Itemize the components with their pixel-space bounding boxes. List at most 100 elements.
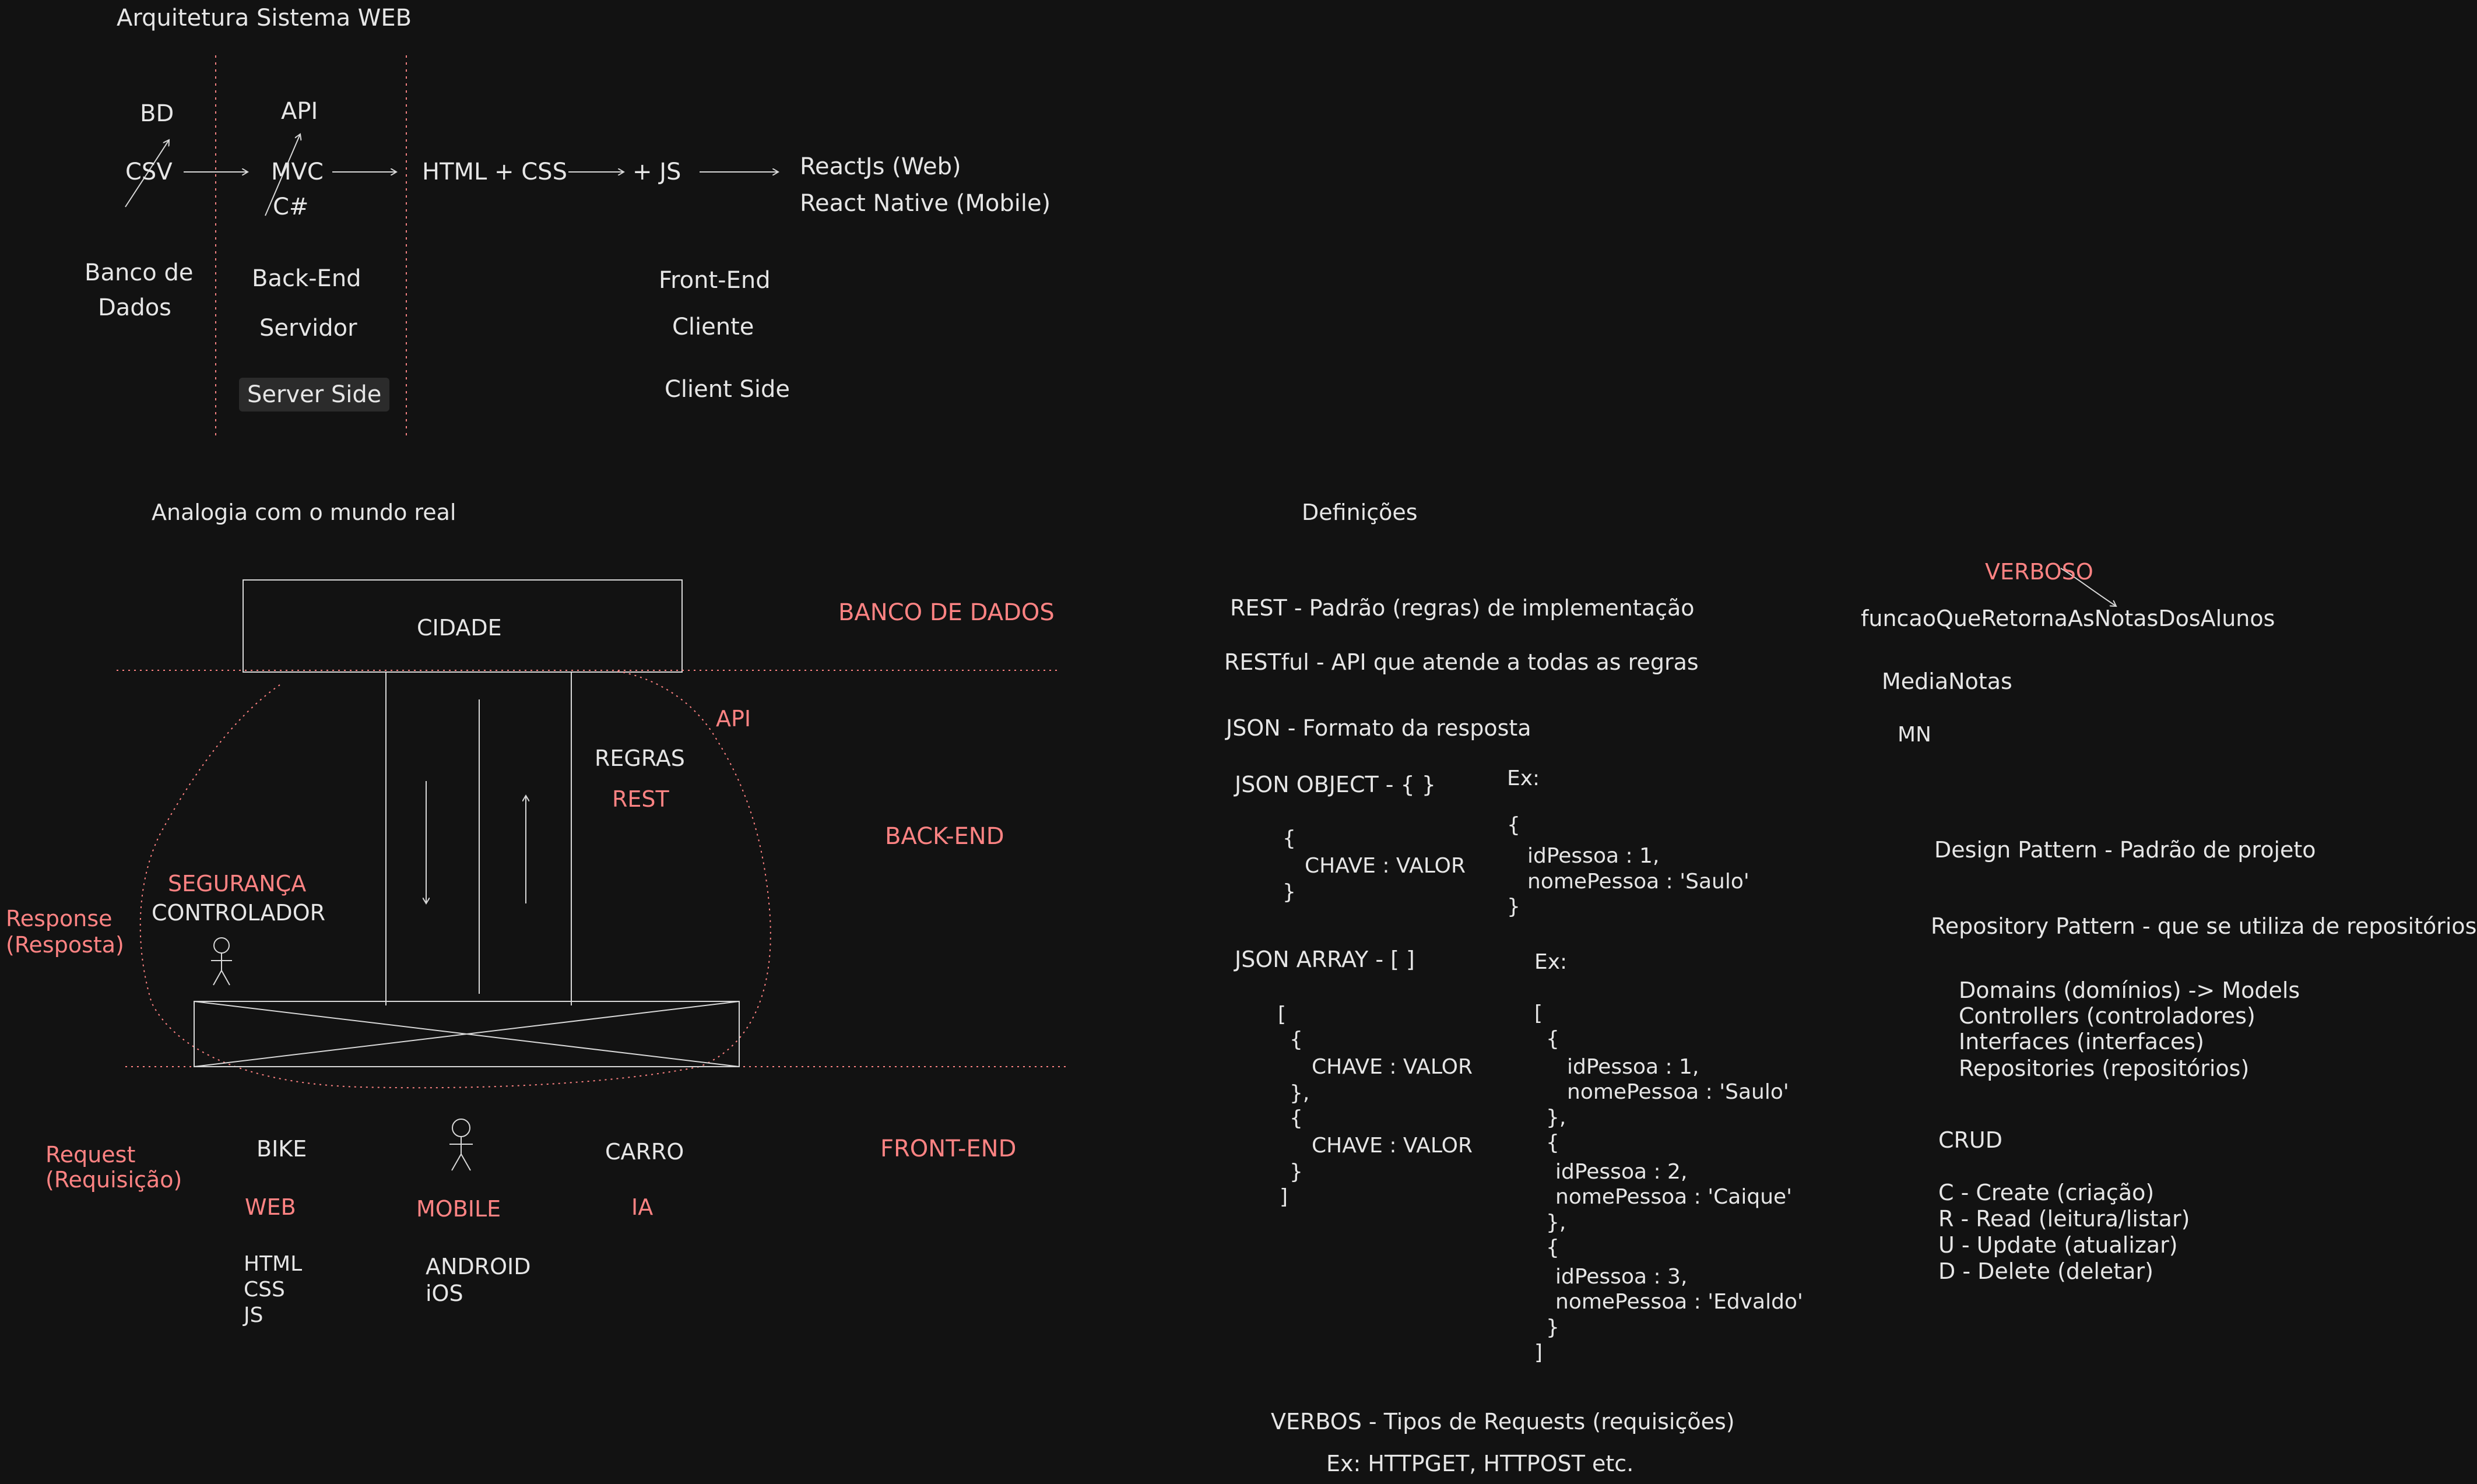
ex1-label: Ex:: [1507, 766, 1540, 790]
web-label: WEB: [245, 1194, 296, 1220]
front-end-label: FRONT-END: [880, 1135, 1017, 1162]
dados-label: Dados: [98, 294, 172, 321]
analogy-title: Analogia com o mundo real: [152, 500, 456, 525]
android-label: ANDROID: [426, 1254, 531, 1279]
css-label: CSS: [244, 1278, 285, 1302]
response-label: Response: [6, 906, 113, 931]
frontend-label: Front-End: [659, 267, 771, 294]
def-restful: RESTful - API que atende a todas as regr…: [1224, 649, 1699, 675]
arr-chave-valor-1: CHAVE : VALOR: [1312, 1055, 1473, 1079]
repository-pattern-label: Repository Pattern - que se utiliza de r…: [1931, 913, 2477, 939]
funcao-label: funcaoQueRetornaAsNotasDosAlunos: [1861, 606, 2275, 631]
interfaces-label: Interfaces (interfaces): [1959, 1029, 2204, 1054]
client-side-label: Client Side: [665, 376, 790, 403]
crud-u: U - Update (atualizar): [1938, 1232, 2178, 1258]
arch-title: Arquitetura Sistema WEB: [117, 5, 412, 31]
media-notas-label: MediaNotas: [1882, 669, 2012, 694]
mn-label: MN: [1898, 723, 1931, 747]
banco-de-label: Banco de: [85, 259, 194, 286]
ia-label: IA: [631, 1194, 653, 1220]
ex-e2-id: idPessoa : 2,: [1555, 1160, 1688, 1184]
ex-arr-open: [: [1534, 1001, 1543, 1025]
ex-obj-close: }: [1507, 895, 1520, 919]
js-list-label: JS: [244, 1303, 263, 1327]
cliente-label: Cliente: [672, 314, 754, 340]
mvc-label: MVC: [271, 159, 324, 185]
obj-open: {: [1283, 827, 1296, 850]
crud-c: C - Create (criação): [1938, 1180, 2155, 1205]
ex-e2-open: {: [1546, 1131, 1559, 1155]
stick-figure-mobile: [449, 1119, 473, 1171]
ex-e2-close: },: [1546, 1211, 1566, 1235]
html-label: HTML: [244, 1252, 303, 1276]
arr-close: ]: [1280, 1185, 1288, 1209]
domains-label: Domains (domínios) -> Models: [1959, 977, 2300, 1003]
ex-e3-open: {: [1546, 1236, 1559, 1260]
ex-e1-id: idPessoa : 1,: [1567, 1055, 1699, 1079]
ex-e3-close: }: [1546, 1316, 1559, 1339]
defs-title: Definições: [1302, 500, 1418, 525]
def-json: JSON - Formato da resposta: [1226, 715, 1531, 741]
def-verbos: VERBOS - Tipos de Requests (requisições): [1271, 1409, 1735, 1434]
mobile-label: MOBILE: [416, 1196, 501, 1222]
banco-de-dados-label: BANCO DE DADOS: [838, 599, 1055, 626]
api-label: API: [281, 98, 318, 125]
servidor-label: Servidor: [259, 315, 357, 342]
obj-chave-valor: CHAVE : VALOR: [1305, 854, 1466, 878]
ex-e2-nome: nomePessoa : 'Caique': [1555, 1185, 1793, 1209]
ex-obj-nome: nomePessoa : 'Saulo': [1527, 870, 1749, 894]
request-label: Request: [45, 1142, 136, 1167]
controllers-label: Controllers (controladores): [1959, 1003, 2255, 1029]
cidade-box: [243, 579, 683, 673]
api-cloud-label: API: [716, 706, 751, 732]
ex-e1-open: {: [1546, 1027, 1559, 1051]
bike-label: BIKE: [257, 1136, 307, 1162]
csv-label: CSV: [125, 159, 173, 185]
arr-item2-open: {: [1290, 1106, 1303, 1130]
def-rest: REST - Padrão (regras) de implementação: [1230, 595, 1695, 621]
requisicao-label: (Requisição): [45, 1167, 182, 1193]
crud-r: R - Read (leitura/listar): [1938, 1206, 2190, 1232]
rest-label: REST: [612, 786, 669, 812]
carro-label: CARRO: [605, 1139, 684, 1165]
ios-label: iOS: [426, 1281, 463, 1306]
bd-label: BD: [140, 100, 174, 127]
seguranca-label: SEGURANÇA: [168, 871, 307, 896]
obj-close: }: [1283, 880, 1296, 904]
ex-e3-nome: nomePessoa : 'Edvaldo': [1555, 1290, 1803, 1314]
react-native-label: React Native (Mobile): [800, 190, 1051, 217]
ex-obj-open: {: [1507, 813, 1520, 837]
verboso-arrow: [2060, 568, 2116, 606]
crud-label: CRUD: [1938, 1127, 2003, 1153]
ex-e1-nome: nomePessoa : 'Saulo': [1567, 1080, 1789, 1104]
cidade-label: CIDADE: [417, 615, 502, 641]
controlador-label: CONTROLADOR: [152, 900, 326, 926]
def-json-object: JSON OBJECT - { }: [1235, 772, 1436, 797]
crud-d: D - Delete (deletar): [1938, 1258, 2153, 1284]
backend-label: Back-End: [252, 265, 361, 292]
js-label: + JS: [633, 159, 681, 185]
arr-open: [: [1278, 1003, 1287, 1026]
ex-arr-close: ]: [1534, 1341, 1543, 1365]
ex-obj-id: idPessoa : 1,: [1527, 844, 1660, 868]
ex2-label: Ex:: [1534, 950, 1568, 974]
html-css-label: HTML + CSS: [422, 159, 567, 185]
regras-label: REGRAS: [595, 745, 685, 771]
def-json-array: JSON ARRAY - [ ]: [1235, 947, 1415, 972]
arrow-csv-bd: [125, 140, 169, 208]
csharp-label: C#: [273, 194, 309, 220]
arrow-mvc-api: [265, 134, 300, 216]
back-end-label: BACK-END: [885, 823, 1004, 850]
arr-item-close: },: [1290, 1081, 1310, 1105]
server-side-label: Server Side: [239, 378, 390, 412]
arr-item-open: {: [1290, 1028, 1303, 1052]
arr-chave-valor-2: CHAVE : VALOR: [1312, 1134, 1473, 1158]
reactjs-label: ReactJs (Web): [800, 153, 961, 180]
repositories-label: Repositories (repositórios): [1959, 1056, 2250, 1081]
resposta-label: (Resposta): [6, 932, 124, 958]
stick-figure-controlador: [211, 937, 232, 986]
ex-e1-close: },: [1546, 1106, 1566, 1130]
base-cross-2: [194, 1001, 740, 1067]
